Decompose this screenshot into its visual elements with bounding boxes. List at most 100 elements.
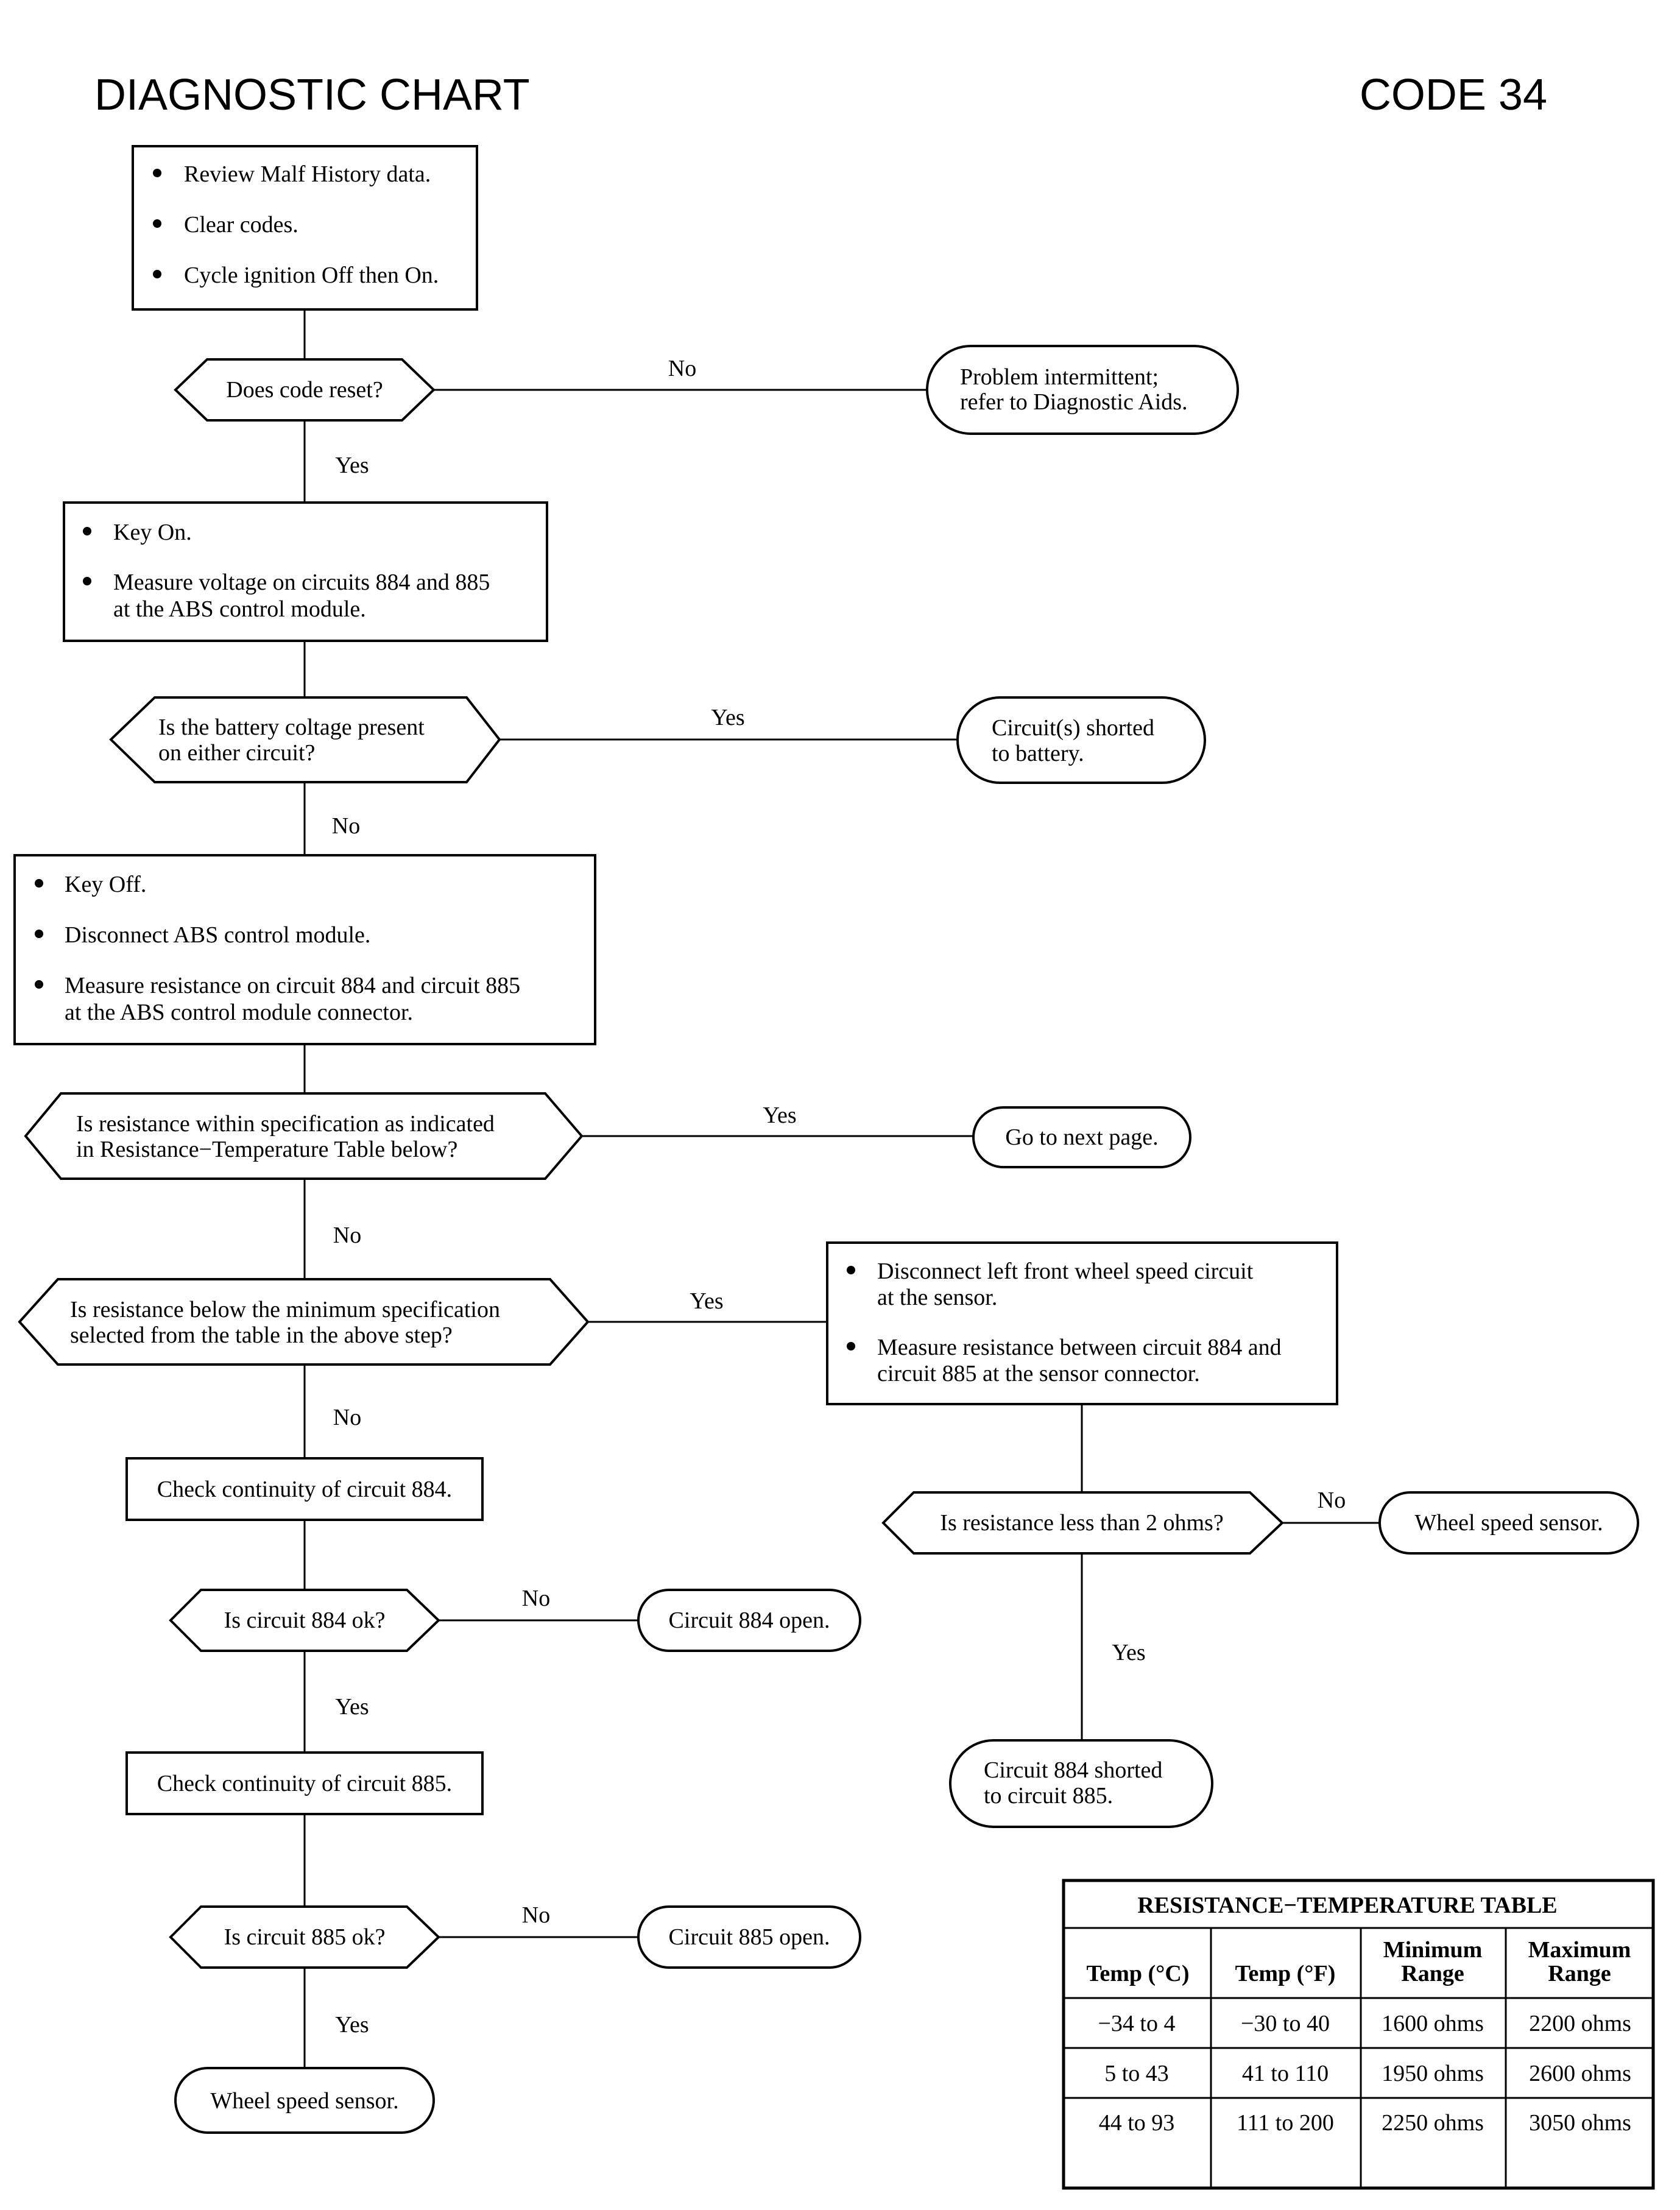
table-cell: 111 to 200	[1237, 2110, 1334, 2136]
decision-code-reset: Does code reset?	[174, 358, 436, 422]
result-text: Circuit(s) shorted	[992, 715, 1154, 741]
code-number: CODE 34	[1360, 71, 1547, 119]
step-box-check-884: Check continuity of circuit 884.	[125, 1457, 484, 1521]
result-text: Go to next page.	[1005, 1124, 1158, 1150]
edge-label-yes: Yes	[335, 2012, 369, 2038]
edge-label-no: No	[522, 1586, 550, 1611]
decision-within-spec: Is resistance within specification as in…	[24, 1092, 584, 1180]
page-header: DIAGNOSTIC CHART CODE 34	[94, 71, 1547, 119]
step-text: Check continuity of circuit 885.	[157, 1771, 452, 1796]
step-text: at the sensor.	[877, 1285, 997, 1310]
step-text: at the ABS control module connector.	[65, 1000, 413, 1025]
decision-text: Is resistance below the minimum specific…	[70, 1297, 500, 1322]
result-circuit-885-open: Circuit 885 open.	[637, 1905, 861, 1969]
step-box-sensor-resistance: Disconnect left front wheel speed circui…	[826, 1241, 1338, 1405]
step-text: Review Malf History data.	[184, 161, 431, 187]
table-cell: 2600 ohms	[1529, 2061, 1631, 2086]
decision-circuit-884-ok: Is circuit 884 ok?	[169, 1589, 440, 1652]
step-text: Measure resistance between circuit 884 a…	[877, 1335, 1282, 1360]
bullet-icon	[35, 879, 43, 888]
decision-text: on either circuit?	[158, 740, 315, 766]
edge-label-yes: Yes	[711, 705, 744, 730]
decision-text: Is the battery coltage present	[158, 715, 425, 740]
edge-label-yes: Yes	[335, 453, 369, 478]
edge-label-yes: Yes	[1112, 1640, 1145, 1665]
edge-label-no: No	[668, 356, 696, 381]
table-cell: −34 to 4	[1098, 2011, 1176, 2036]
edge-label-yes: Yes	[335, 1694, 369, 1720]
step-text: Measure resistance on circuit 884 and ci…	[65, 973, 520, 998]
decision-battery-voltage: Is the battery coltage present on either…	[109, 696, 501, 783]
result-text: Circuit 884 open.	[669, 1608, 830, 1633]
bullet-icon	[847, 1266, 855, 1274]
edge-label-no: No	[522, 1902, 550, 1928]
edge-label-yes: Yes	[690, 1288, 723, 1314]
bullet-icon	[35, 930, 43, 938]
result-circuit-884-open: Circuit 884 open.	[637, 1589, 861, 1652]
table-cell: 1950 ohms	[1382, 2061, 1484, 2086]
step-text: Clear codes.	[184, 212, 298, 238]
table-cell: 1600 ohms	[1382, 2011, 1484, 2036]
resistance-temperature-table: RESISTANCE−TEMPERATURE TABLE Temp (°C) T…	[1062, 1879, 1655, 2190]
table-cell: 44 to 93	[1099, 2110, 1175, 2136]
connectors	[303, 309, 1380, 2068]
bullet-icon	[83, 577, 91, 585]
decision-text: selected from the table in the above ste…	[70, 1322, 453, 1348]
result-text: to circuit 885.	[984, 1783, 1113, 1809]
step-text: Cycle ignition Off then On.	[184, 263, 439, 288]
table-cell: 2200 ohms	[1529, 2011, 1631, 2036]
decision-text: in Resistance−Temperature Table below?	[76, 1137, 457, 1162]
result-text: Circuit 885 open.	[669, 1924, 830, 1950]
decision-text: Does code reset?	[226, 377, 383, 403]
decision-below-minimum: Is resistance below the minimum specific…	[18, 1278, 590, 1366]
bullet-icon	[153, 169, 161, 177]
result-go-to-next-page: Go to next page.	[972, 1106, 1191, 1168]
edge-label-no: No	[1318, 1488, 1346, 1513]
step-text: circuit 885 at the sensor connector.	[877, 1361, 1200, 1386]
step-text: at the ABS control module.	[113, 596, 366, 622]
table-header-maximum: Range	[1548, 1961, 1611, 1986]
edge-label-no: No	[333, 1405, 361, 1430]
table-header-temp-c: Temp (°C)	[1087, 1961, 1190, 1986]
result-wheel-speed-sensor-final: Wheel speed sensor.	[174, 2067, 435, 2134]
bullet-icon	[35, 980, 43, 989]
step-box-measure-resistance: Key Off. Disconnect ABS control module. …	[13, 854, 596, 1045]
table-header-temp-f: Temp (°F)	[1235, 1961, 1336, 1986]
result-text: Wheel speed sensor.	[1414, 1510, 1603, 1536]
edge-labels: No Yes Yes No Yes No Yes No No Yes No Ye…	[332, 356, 1346, 2038]
edge-label-yes: Yes	[763, 1103, 796, 1128]
result-problem-intermittent: Problem intermittent; refer to Diagnosti…	[926, 345, 1239, 435]
decision-text: Is circuit 884 ok?	[224, 1608, 386, 1633]
edge-label-no: No	[333, 1223, 361, 1248]
edge-label-no: No	[332, 813, 360, 839]
table-cell: −30 to 40	[1241, 2011, 1330, 2036]
table-header-maximum: Maximum	[1528, 1937, 1631, 1963]
result-text: refer to Diagnostic Aids.	[960, 389, 1188, 415]
step-text: Measure voltage on circuits 884 and 885	[113, 570, 490, 595]
table-header-minimum: Minimum	[1383, 1937, 1483, 1963]
result-text: Circuit 884 shorted	[984, 1757, 1162, 1783]
table-header-minimum: Range	[1401, 1961, 1464, 1986]
table-cell: 41 to 110	[1242, 2061, 1329, 2086]
decision-text: Is resistance within specification as in…	[76, 1111, 495, 1137]
bullet-icon	[83, 527, 91, 535]
step-box-review-history: Review Malf History data. Clear codes. C…	[132, 145, 478, 311]
table-cell: 2250 ohms	[1382, 2110, 1484, 2136]
result-text: Wheel speed sensor.	[210, 2088, 398, 2114]
step-text: Key Off.	[65, 872, 146, 897]
result-wheel-speed-sensor: Wheel speed sensor.	[1378, 1491, 1639, 1555]
step-text: Disconnect left front wheel speed circui…	[877, 1259, 1254, 1284]
step-box-measure-voltage: Key On. Measure voltage on circuits 884 …	[63, 501, 548, 642]
bullet-icon	[153, 270, 161, 278]
step-text: Disconnect ABS control module.	[65, 922, 370, 948]
step-text: Check continuity of circuit 884.	[157, 1477, 452, 1502]
step-box-check-885: Check continuity of circuit 885.	[125, 1751, 484, 1815]
result-884-shorted-to-885: Circuit 884 shorted to circuit 885.	[949, 1739, 1213, 1828]
step-text: Key On.	[113, 520, 192, 545]
chart-title: DIAGNOSTIC CHART	[94, 71, 530, 119]
bullet-icon	[847, 1342, 855, 1350]
decision-text: Is resistance less than 2 ohms?	[940, 1510, 1223, 1536]
decision-circuit-885-ok: Is circuit 885 ok?	[169, 1905, 440, 1969]
result-shorted-to-battery: Circuit(s) shorted to battery.	[956, 696, 1206, 784]
